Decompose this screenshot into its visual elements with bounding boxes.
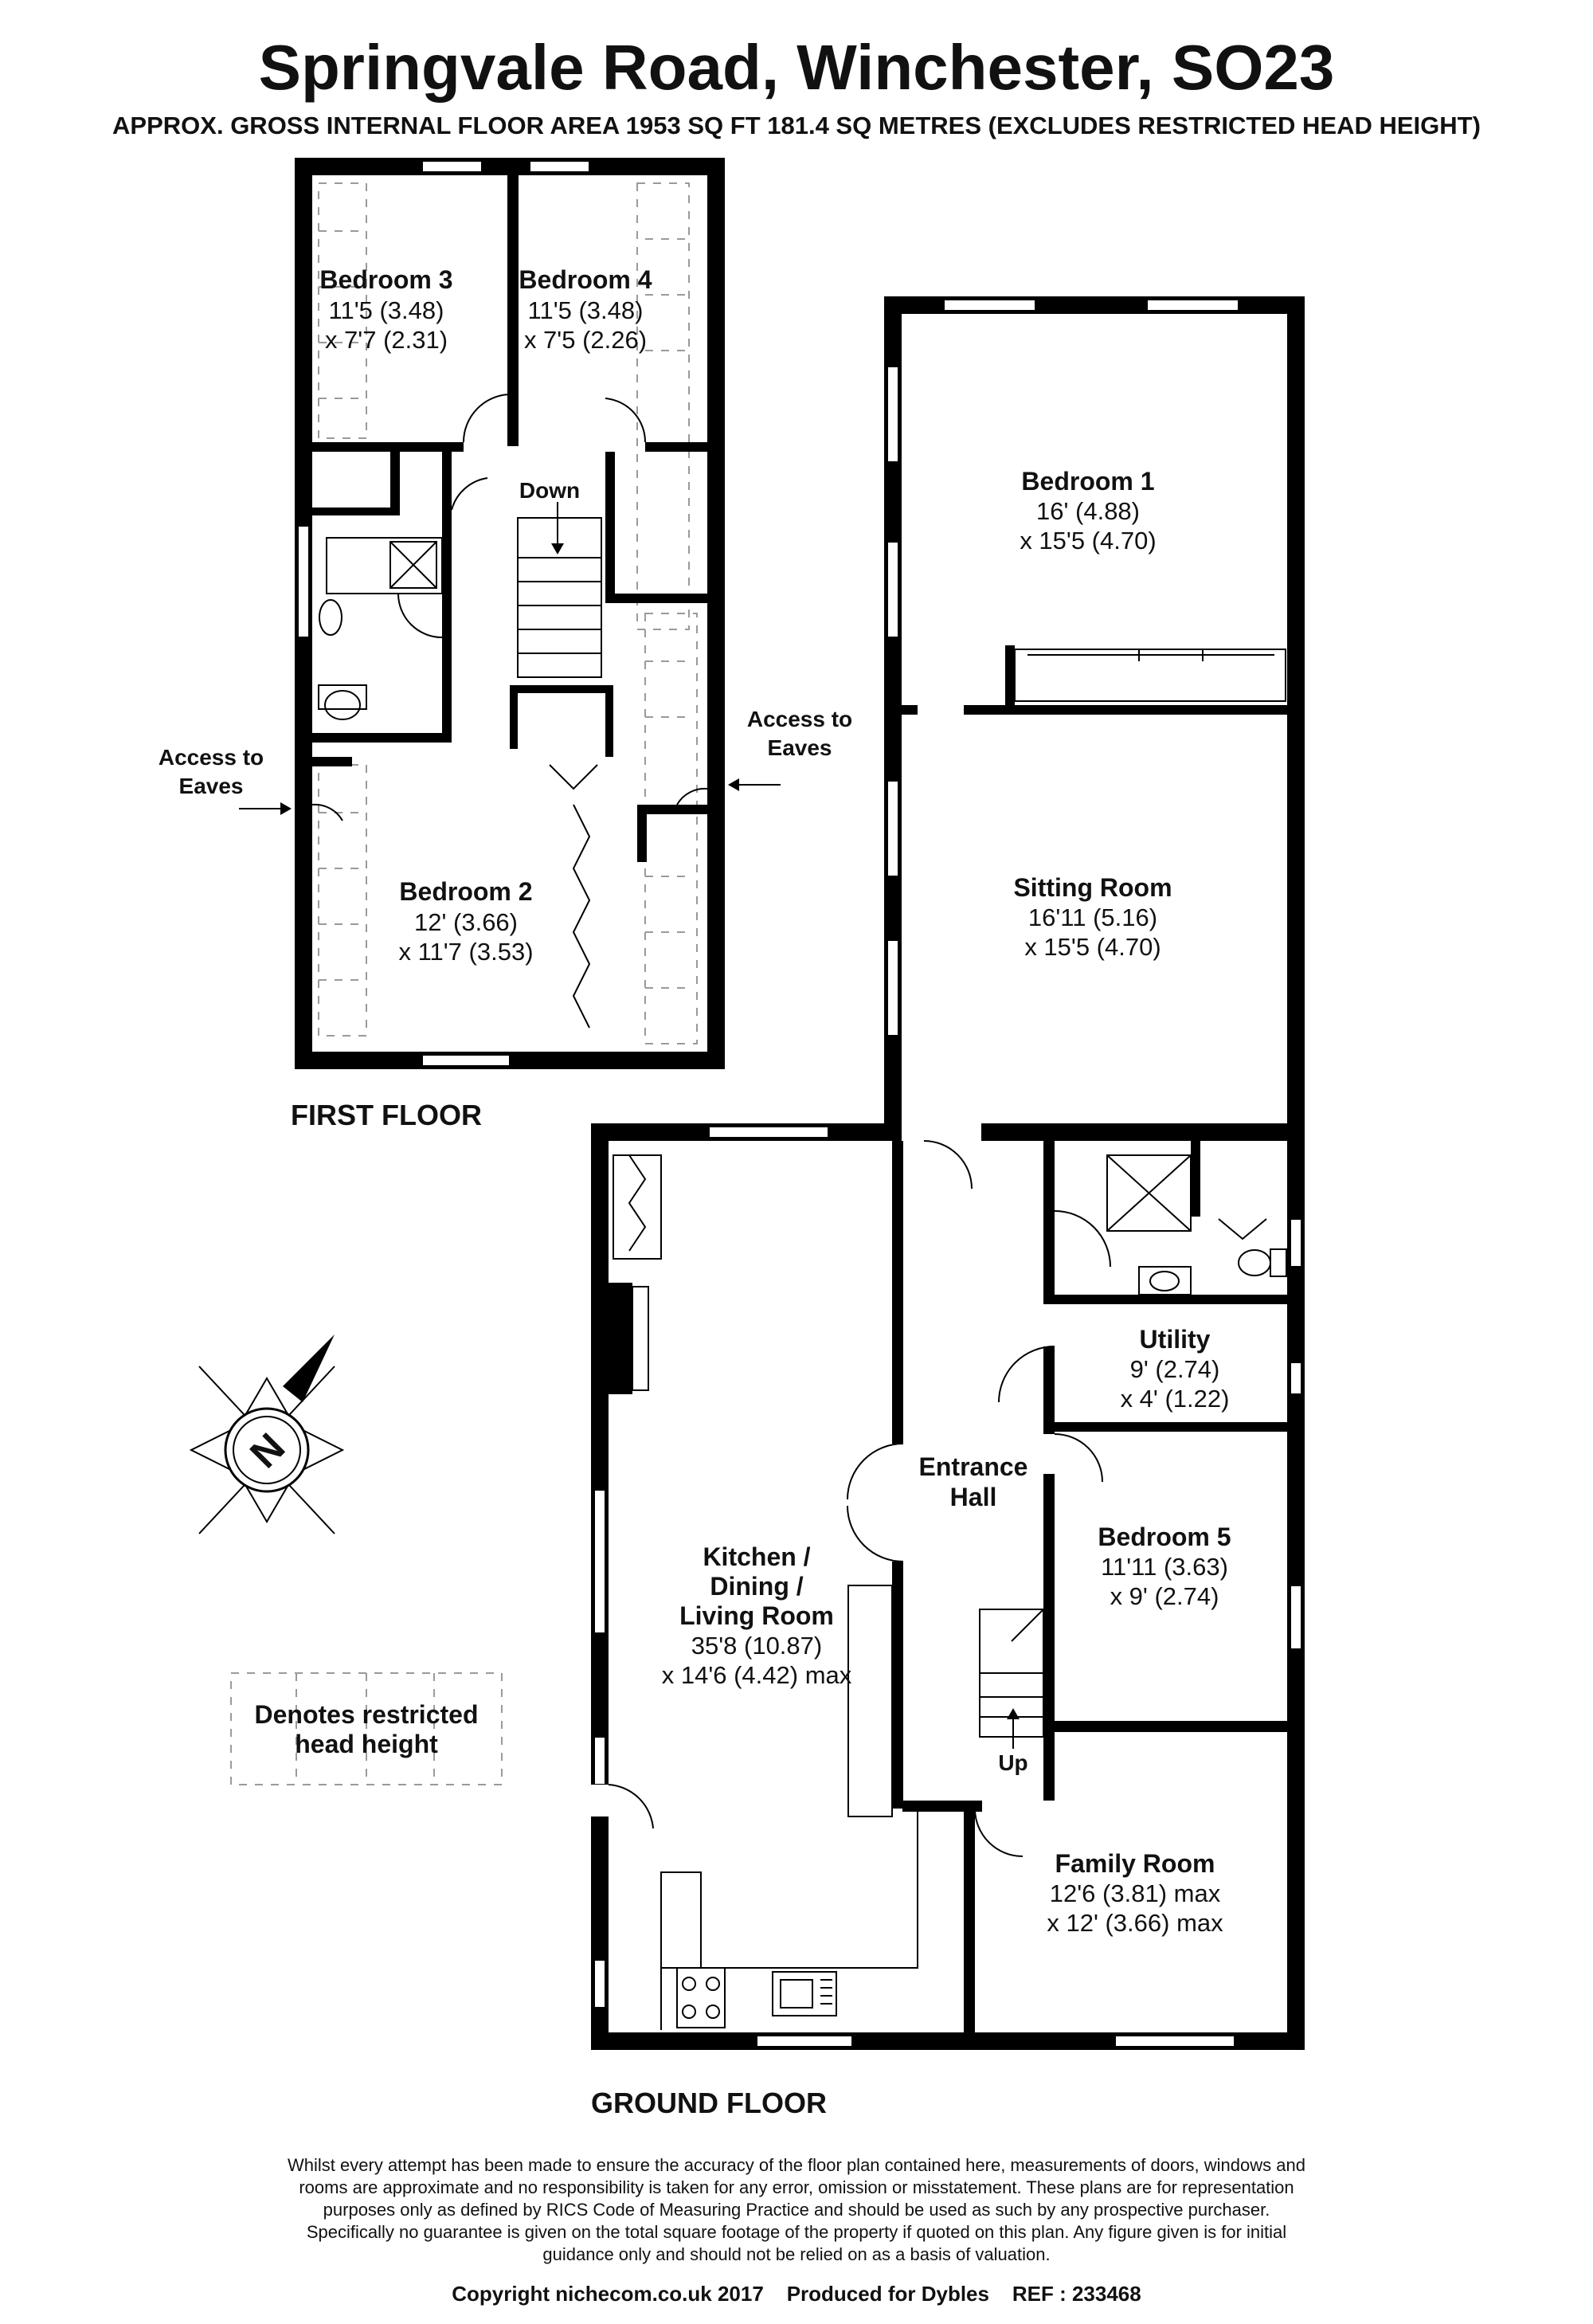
stairs-up-label: Up	[998, 1750, 1027, 1775]
bedroom-2-name: Bedroom 2	[399, 877, 532, 906]
footer-copyright: Copyright nichecom.co.uk 2017 Produced f…	[452, 2282, 1141, 2306]
window	[1114, 2035, 1235, 2048]
kitchen-name2: Dining /	[710, 1572, 803, 1601]
eaves-left-line1: Access to	[159, 745, 264, 770]
compass-icon: N	[189, 1334, 345, 1534]
window	[421, 1054, 511, 1067]
window	[1146, 299, 1239, 312]
eaves-left-line2: Eaves	[179, 774, 244, 798]
kitchen-name3: Living Room	[679, 1601, 834, 1630]
eaves-arrow-left	[239, 802, 292, 815]
bedroom-1-dim2: x 15'5 (4.70)	[1020, 527, 1156, 555]
bedroom-1-name: Bedroom 1	[1021, 467, 1154, 496]
bedroom-3-name: Bedroom 3	[319, 265, 452, 294]
bedroom-5-dim2: x 9' (2.74)	[1110, 1582, 1219, 1610]
window	[887, 780, 899, 877]
first-floor-plan	[239, 158, 781, 1069]
plan-title: Springvale Road, Winchester, SO23	[259, 32, 1335, 103]
bedroom-4-dim1: 11'5 (3.48)	[528, 296, 644, 324]
floor-area-subtitle: APPROX. GROSS INTERNAL FLOOR AREA 1953 S…	[112, 112, 1481, 139]
utility-dim1: 9' (2.74)	[1130, 1355, 1220, 1383]
disclaimer-line: purposes only as defined by RICS Code of…	[323, 2200, 1270, 2220]
window	[1290, 1218, 1302, 1268]
utility-dim2: x 4' (1.22)	[1121, 1385, 1230, 1413]
window	[943, 299, 1036, 312]
window	[421, 160, 483, 173]
sitting-room-dim2: x 15'5 (4.70)	[1024, 933, 1161, 961]
eaves-right-line1: Access to	[747, 707, 852, 731]
disclaimer-line: guidance only and should not be relied o…	[542, 2244, 1050, 2264]
disclaimer-line: rooms are approximate and no responsibil…	[299, 2177, 1294, 2197]
window	[887, 366, 899, 463]
window	[708, 1126, 829, 1138]
window	[297, 525, 310, 638]
bedroom-5-name: Bedroom 5	[1098, 1523, 1231, 1551]
entrance-hall-name2: Hall	[950, 1483, 997, 1511]
ground-floor-label: GROUND FLOOR	[591, 2087, 827, 2119]
legend-line1: Denotes restricted	[255, 1700, 479, 1729]
ground-floor-plan	[591, 296, 1305, 2050]
window	[1290, 1362, 1302, 1395]
window	[593, 1959, 606, 2009]
first-floor-label: FIRST FLOOR	[291, 1099, 482, 1131]
bedroom-2-dim1: 12' (3.66)	[414, 908, 518, 936]
bedroom-2-dim2: x 11'7 (3.53)	[398, 938, 533, 966]
bedroom-5-dim1: 11'11 (3.63)	[1101, 1553, 1228, 1581]
stairs-up	[979, 1609, 1044, 1749]
window	[593, 1736, 606, 1785]
window	[887, 541, 899, 638]
eaves-arrow-right	[728, 778, 781, 791]
sitting-room-name: Sitting Room	[1013, 873, 1172, 902]
stairs-down	[517, 502, 602, 678]
bedroom-4-name: Bedroom 4	[519, 265, 652, 294]
bedroom-4-dim2: x 7'5 (2.26)	[524, 326, 647, 354]
window	[529, 160, 590, 173]
kitchen-dim1: 35'8 (10.87)	[691, 1632, 822, 1660]
entrance-hall-name1: Entrance	[919, 1452, 1028, 1481]
stairs-down-label: Down	[519, 478, 580, 503]
family-room-dim2: x 12' (3.66) max	[1047, 1909, 1223, 1937]
utility-name: Utility	[1140, 1325, 1211, 1354]
disclaimer-line: Specifically no guarantee is given on th…	[307, 2222, 1286, 2242]
eaves-right-line2: Eaves	[768, 735, 832, 760]
restricted-height-legend: Denotes restricted head height	[230, 1672, 503, 1785]
bedroom-3-dim1: 11'5 (3.48)	[329, 296, 444, 324]
legend-line2: head height	[295, 1730, 438, 1758]
window	[756, 2035, 853, 2048]
disclaimer-line: Whilst every attempt has been made to en…	[288, 2155, 1305, 2175]
bedroom-1-dim1: 16' (4.88)	[1036, 497, 1140, 525]
window	[887, 939, 899, 1037]
family-room-name: Family Room	[1055, 1849, 1215, 1878]
window	[593, 1489, 606, 1634]
bedroom-3-dim2: x 7'7 (2.31)	[325, 326, 448, 354]
disclaimer: Whilst every attempt has been made to en…	[288, 2155, 1305, 2264]
kitchen-dim2: x 14'6 (4.42) max	[662, 1661, 852, 1689]
window	[1290, 1585, 1302, 1650]
kitchen-name1: Kitchen /	[703, 1542, 810, 1571]
sitting-room-dim1: 16'11 (5.16)	[1028, 903, 1157, 931]
family-room-dim1: 12'6 (3.81) max	[1050, 1879, 1221, 1907]
